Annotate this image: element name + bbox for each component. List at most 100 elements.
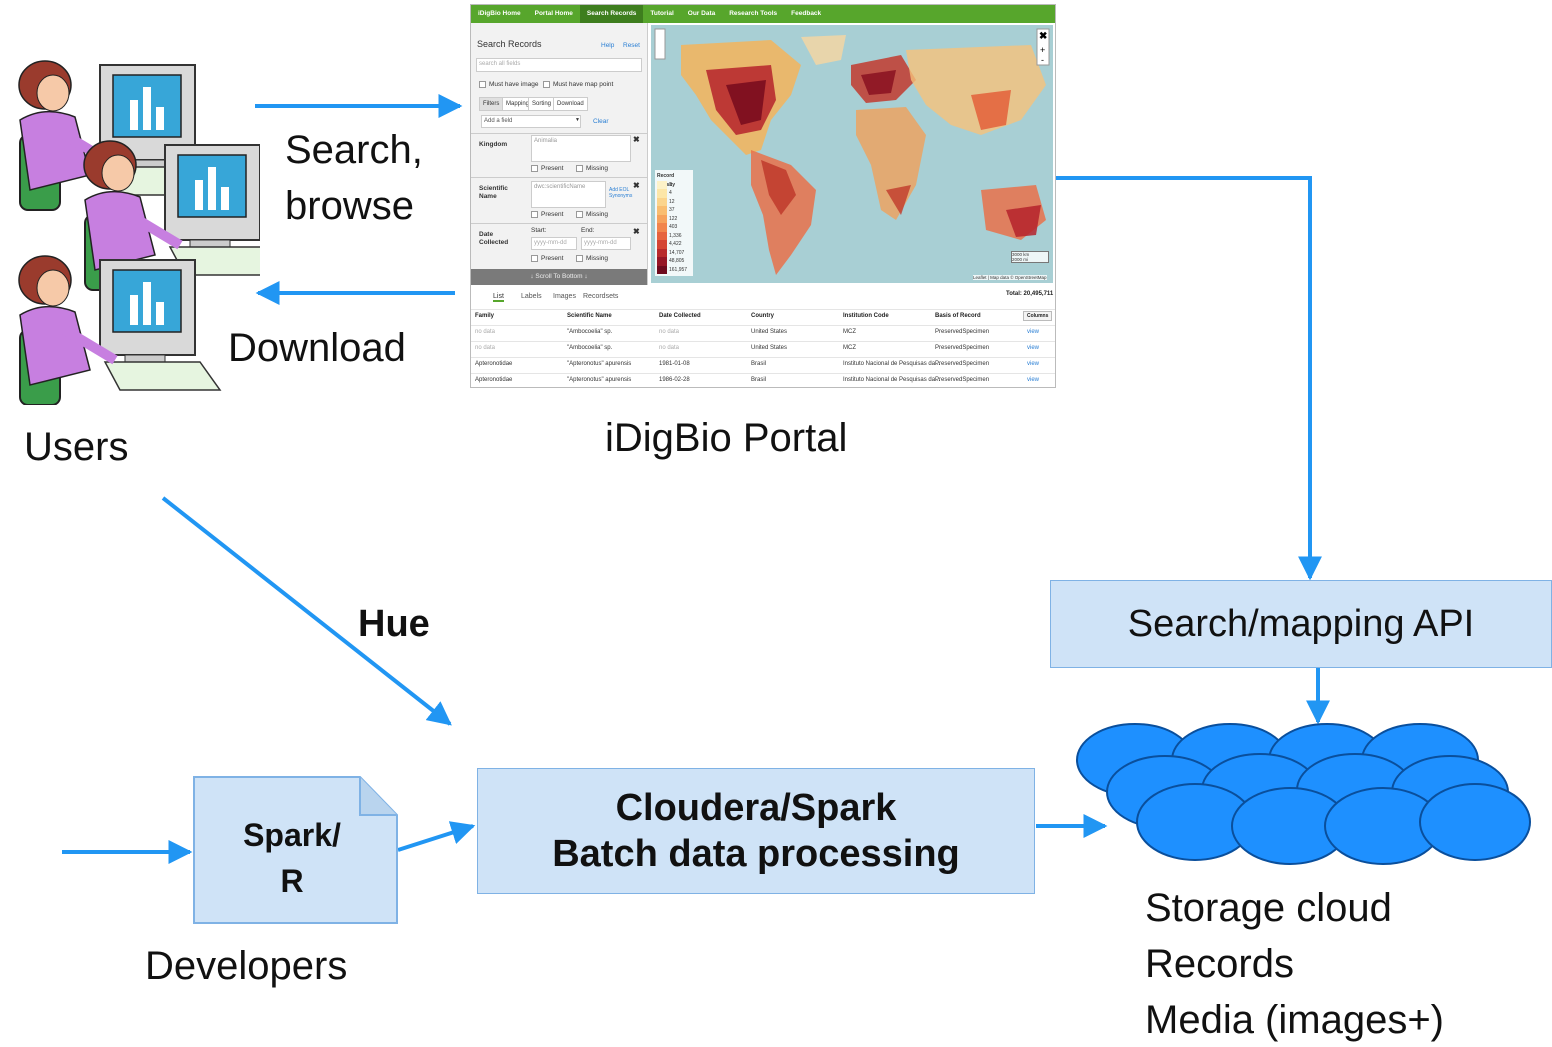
kingdom-input[interactable]: Animalia — [531, 135, 631, 162]
must-have-map-point-checkbox[interactable]: Must have map point — [543, 81, 613, 88]
nav-item-feedback[interactable]: Feedback — [791, 10, 822, 17]
tab-images[interactable]: Images — [553, 293, 576, 300]
legend-value: 4 — [669, 190, 672, 196]
start-date-input[interactable]: yyyy-mm-dd — [531, 237, 577, 250]
nav-item-search-records[interactable]: Search Records — [579, 5, 644, 23]
close-icon[interactable]: ✖ — [633, 135, 640, 144]
date-collected-label-line2: Collected — [479, 239, 509, 246]
record-density-map[interactable]: ✖ + - Record Density 1 4 12 37 122 403 1… — [651, 25, 1053, 283]
sciname-present-checkbox[interactable]: Present — [531, 211, 563, 218]
table-row[interactable]: Apteronotidae "Apteronotus" apurensis 19… — [471, 357, 1055, 373]
scale-km: 3000 km — [1012, 252, 1030, 257]
close-icon[interactable]: ✖ — [633, 181, 640, 190]
nav-item-portal-home[interactable]: Portal Home — [534, 10, 573, 17]
legend-item: 48,805 — [657, 257, 691, 266]
scroll-to-bottom-button[interactable]: ↓ Scroll To Bottom ↓ — [471, 269, 647, 285]
nav-item-tutorial[interactable]: Tutorial — [650, 10, 674, 17]
cell-country: Brasil — [751, 377, 767, 383]
add-eol-synonyms-line2[interactable]: Synonyms — [609, 193, 633, 199]
cell-date: 1986-02-28 — [659, 377, 690, 383]
tab-download[interactable]: Download — [553, 97, 588, 111]
end-date-input[interactable]: yyyy-mm-dd — [581, 237, 631, 250]
must-have-map-point-label: Must have map point — [553, 81, 614, 89]
legend-item: 1,336 — [657, 231, 691, 240]
tab-sorting[interactable]: Sorting — [528, 97, 556, 111]
legend-item: 4 — [657, 189, 691, 198]
cell-basis: PreservedSpecimen — [935, 361, 990, 367]
present-label: Present — [541, 255, 564, 263]
legend-value: 1,336 — [669, 232, 682, 239]
cell-institution: MCZ — [843, 329, 856, 335]
legend-item: 161,957 — [657, 265, 691, 274]
must-have-image-checkbox[interactable]: Must have image — [479, 81, 539, 88]
kingdom-label: Kingdom — [479, 141, 508, 148]
spark-r-document-shape — [193, 776, 398, 924]
scientific-name-input[interactable]: dwc:scientificName — [531, 181, 606, 208]
search-records-title: Search Records — [477, 39, 542, 49]
record-density-legend: Record Density 1 4 12 37 122 403 1,336 4… — [655, 170, 693, 276]
date-present-checkbox[interactable]: Present — [531, 255, 563, 262]
cell-basis: PreservedSpecimen — [935, 345, 990, 351]
col-scientific-name[interactable]: Scientific Name — [567, 313, 612, 319]
legend-value: 4,422 — [669, 241, 682, 247]
date-missing-checkbox[interactable]: Missing — [576, 255, 608, 262]
sciname-missing-checkbox[interactable]: Missing — [576, 211, 608, 218]
view-link[interactable]: view — [1027, 377, 1040, 383]
total-count: Total: 20,495,711 — [1006, 291, 1054, 297]
nav-item-our-data[interactable]: Our Data — [687, 10, 716, 17]
search-all-fields-input[interactable]: search all fields — [476, 58, 642, 72]
map-attribution: Leaflet | Map data © OpenStreetMap — [973, 275, 1047, 280]
add-field-select[interactable]: Add a field — [481, 115, 581, 128]
map-scale: 3000 km 2000 mi — [1011, 251, 1049, 263]
col-family[interactable]: Family — [475, 313, 495, 319]
legend-item: 122 — [657, 214, 691, 223]
spark-r-label: Spark/ R — [192, 812, 392, 904]
cell-scientific-name: "Apteronotus" apurensis — [567, 361, 632, 367]
table-header-row: Family Scientific Name Date Collected Co… — [471, 309, 1055, 325]
missing-label: Missing — [586, 211, 609, 219]
scientific-name-label-line1: Scientific — [479, 185, 508, 192]
view-link[interactable]: view — [1027, 345, 1040, 351]
cell-institution: MCZ — [843, 345, 856, 351]
kingdom-missing-checkbox[interactable]: Missing — [576, 165, 608, 172]
missing-label: Missing — [586, 165, 609, 173]
kingdom-present-checkbox[interactable]: Present — [531, 165, 563, 172]
users-label: Users — [24, 425, 129, 469]
legend-item: 12 — [657, 197, 691, 206]
legend-item: 14,707 — [657, 248, 691, 257]
legend-value: 161,957 — [669, 266, 688, 273]
spark-r-label-line2: R — [280, 863, 304, 899]
tab-list[interactable]: List — [493, 293, 504, 302]
chevron-down-icon: ▼ — [575, 117, 580, 123]
cell-country: United States — [751, 329, 788, 335]
cell-institution: Instituto Nacional de Pesquisas da... — [843, 361, 941, 367]
tab-filters[interactable]: Filters — [479, 97, 504, 111]
help-link[interactable]: Help — [601, 42, 615, 49]
col-basis-of-record[interactable]: Basis of Record — [935, 313, 981, 319]
col-date-collected[interactable]: Date Collected — [659, 313, 701, 319]
view-link[interactable]: view — [1027, 329, 1040, 335]
close-icon[interactable]: ✖ — [633, 227, 640, 236]
tab-labels[interactable]: Labels — [521, 293, 542, 300]
nav-item-research-tools[interactable]: Research Tools — [729, 10, 778, 17]
legend-value: 122 — [669, 215, 678, 222]
col-country[interactable]: Country — [751, 313, 774, 319]
view-link[interactable]: view — [1027, 361, 1040, 367]
table-row[interactable]: no data "Ambocoelia" sp. no data United … — [471, 325, 1055, 341]
tab-recordsets[interactable]: Recordsets — [583, 293, 619, 300]
scale-mi: 2000 mi — [1012, 257, 1029, 262]
search-mapping-api-box: Search/mapping API — [1050, 580, 1552, 668]
nav-item-idigbio-home[interactable]: iDigBio Home — [478, 10, 521, 17]
reset-link[interactable]: Reset — [623, 42, 640, 49]
table-row[interactable]: no data "Ambocoelia" sp. no data United … — [471, 341, 1055, 357]
clear-link[interactable]: Clear — [593, 118, 609, 125]
add-eol-synonyms-line1[interactable]: Add EOL — [609, 187, 630, 193]
cell-scientific-name: "Apteronotus" apurensis — [567, 377, 632, 383]
cell-country: Brasil — [751, 361, 767, 367]
cell-scientific-name: "Ambocoelia" sp. — [567, 329, 613, 335]
columns-button[interactable]: Columns — [1023, 311, 1053, 321]
cell-date: 1981-01-08 — [659, 361, 690, 367]
cell-family: no data — [475, 329, 496, 335]
table-row[interactable]: Apteronotidae "Apteronotus" apurensis 19… — [471, 373, 1055, 387]
col-institution-code[interactable]: Institution Code — [843, 313, 889, 319]
